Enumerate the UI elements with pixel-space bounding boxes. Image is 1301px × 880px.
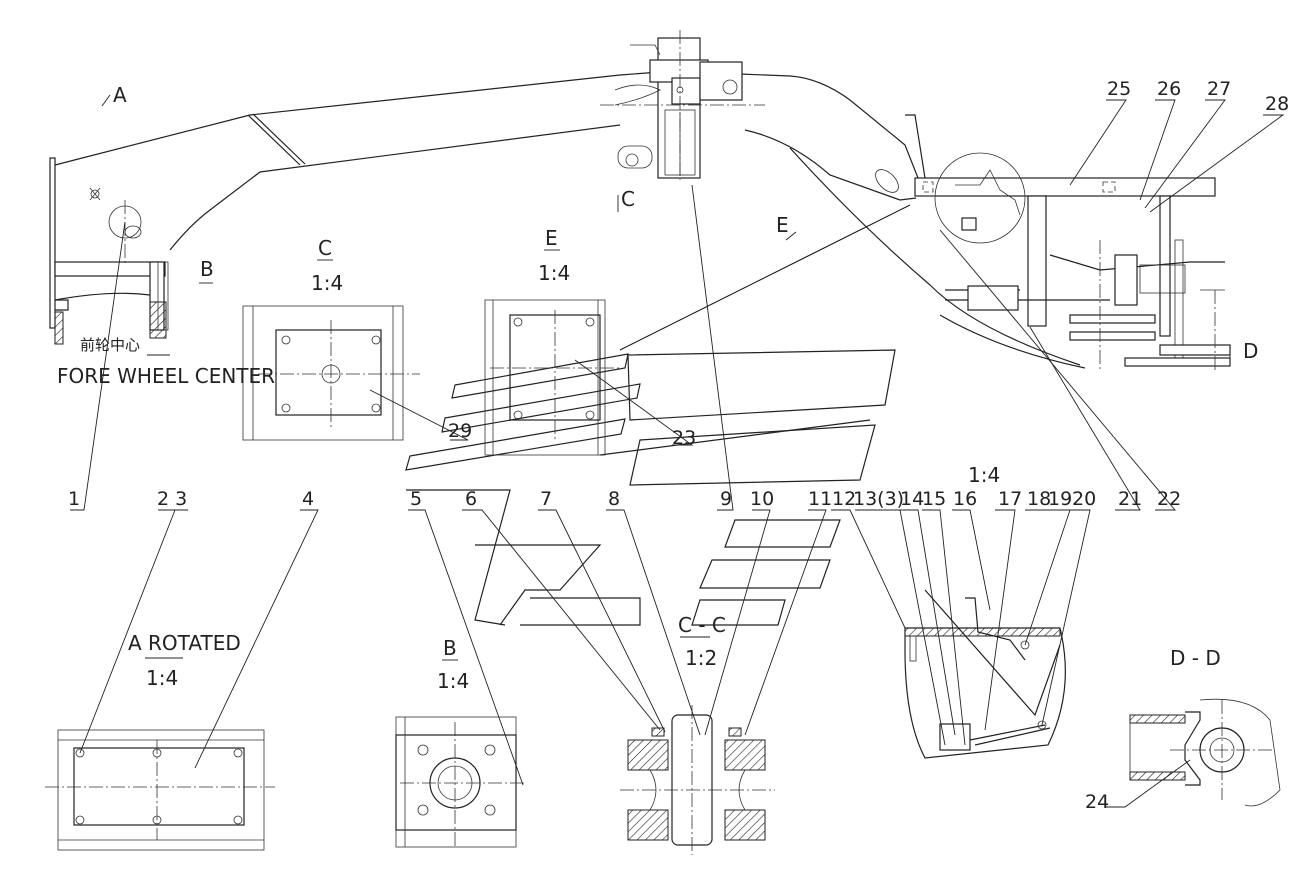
view-cc-title: C - C xyxy=(678,613,726,637)
upper-pivot-mechanism xyxy=(600,30,765,180)
view-c-title: C xyxy=(318,236,332,260)
part-label-27: 27 xyxy=(1207,78,1231,100)
part-label-1: 1 xyxy=(68,488,80,510)
part-label-2-3: 2 3 xyxy=(157,488,187,510)
view-c xyxy=(242,305,420,441)
view-dd-title: D - D xyxy=(1170,646,1221,670)
part-label-25: 25 xyxy=(1107,78,1131,100)
view-cc xyxy=(620,705,775,855)
part-label-18: 18 xyxy=(1027,488,1051,510)
view-b-title: B xyxy=(443,636,457,660)
detail-circle xyxy=(934,152,1026,244)
part-label-8: 8 xyxy=(608,488,620,510)
part-label-28: 28 xyxy=(1265,93,1289,115)
detail-view xyxy=(904,589,1066,759)
right-frame-assembly xyxy=(905,114,1231,370)
part-label-16: 16 xyxy=(953,488,977,510)
part-label-17: 17 xyxy=(998,488,1022,510)
view-b-scale: 1:4 xyxy=(437,669,469,693)
part-label-20: 20 xyxy=(1072,488,1096,510)
view-cc-scale: 1:2 xyxy=(685,646,717,670)
view-a-rotated-scale: 1:4 xyxy=(146,666,178,690)
part-label-6: 6 xyxy=(465,488,477,510)
main-boom-assembly xyxy=(49,71,1086,369)
part-label-22: 22 xyxy=(1157,488,1181,510)
part-label-12: 12 xyxy=(832,488,856,510)
view-b xyxy=(395,716,525,848)
detail-view-scale: 1:4 xyxy=(968,463,1000,487)
section-mark-b: B xyxy=(200,257,214,281)
view-dd xyxy=(1129,698,1281,807)
part-label-19: 19 xyxy=(1048,488,1072,510)
part-label-4: 4 xyxy=(302,488,314,510)
sheet-plate-stack xyxy=(405,204,911,626)
part-label-7: 7 xyxy=(540,488,552,510)
view-c-scale: 1:4 xyxy=(311,271,343,295)
view-e-scale: 1:4 xyxy=(538,261,570,285)
view-e xyxy=(484,299,620,456)
part-label-26: 26 xyxy=(1157,78,1181,100)
part-label-13: 13(3) xyxy=(853,488,904,510)
leader-lines xyxy=(70,94,1285,808)
view-a-rotated-title: A ROTATED xyxy=(128,631,241,655)
section-mark-a: A xyxy=(113,83,127,107)
fore-wheel-center-label: FORE WHEEL CENTER xyxy=(57,364,275,388)
part-label-29: 29 xyxy=(448,420,472,442)
section-mark-e: E xyxy=(776,213,789,237)
part-label-24: 24 xyxy=(1085,791,1109,813)
part-label-5: 5 xyxy=(410,488,422,510)
view-a-rotated xyxy=(45,729,275,851)
section-mark-c: C xyxy=(621,187,635,211)
part-label-21: 21 xyxy=(1118,488,1142,510)
part-label-11: 11 xyxy=(808,488,832,510)
front-plate xyxy=(49,157,56,329)
part-label-10: 10 xyxy=(750,488,774,510)
view-e-title: E xyxy=(545,226,558,250)
section-mark-d: D xyxy=(1243,339,1258,363)
text-labels: 1 2 3 4 5 6 7 8 9 10 11 12 13(3) 14 15 1… xyxy=(57,78,1289,813)
oval-slot xyxy=(875,169,899,193)
part-label-14: 14 xyxy=(900,488,924,510)
part-label-9: 9 xyxy=(720,488,732,510)
fore-wheel-center-cn: 前轮中心 xyxy=(80,336,140,354)
part-label-15: 15 xyxy=(922,488,946,510)
part-label-23: 23 xyxy=(672,427,696,449)
